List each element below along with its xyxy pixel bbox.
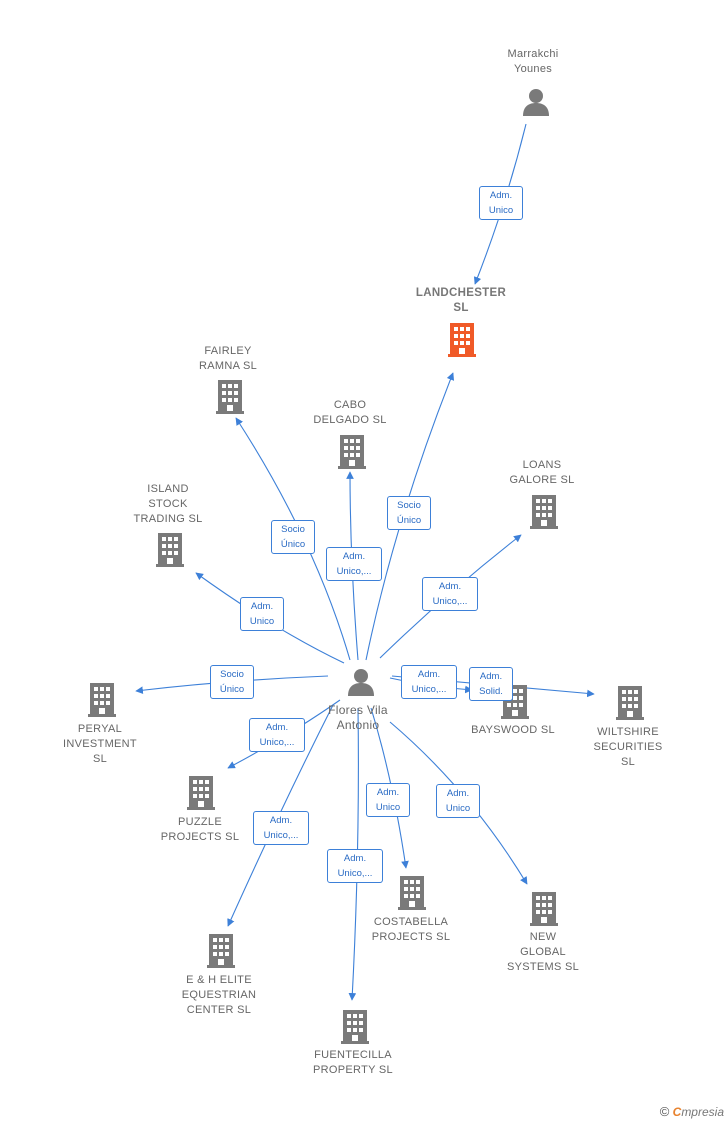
building-icon (187, 776, 215, 810)
edge-label[interactable]: Adm. Unico (240, 597, 284, 631)
edge-label[interactable]: Adm. Unico (479, 186, 523, 220)
copyright-symbol: © (659, 1104, 670, 1119)
edge-label[interactable]: Adm. Unico,... (422, 577, 478, 611)
building-icon (616, 686, 644, 720)
node-label-fairley[interactable]: FAIRLEY RAMNA SL (198, 345, 258, 372)
building-icon (216, 380, 244, 414)
node-label-puzzle[interactable]: PUZZLE PROJECTS SL (160, 816, 240, 843)
edge-label[interactable]: Adm. Unico (366, 783, 410, 817)
edge-label[interactable]: Adm. Unico,... (326, 547, 382, 581)
building-icon (88, 683, 116, 717)
edge-label[interactable]: Adm. Unico,... (401, 665, 457, 699)
edge-label[interactable]: Adm. Unico,... (327, 849, 383, 883)
node-label-landchester[interactable]: LANDCHESTER SL (415, 287, 507, 314)
building-icon (398, 876, 426, 910)
node-label-flores[interactable]: Flores Vila Antonio (328, 703, 388, 732)
node-label-loans[interactable]: LOANS GALORE SL (509, 459, 575, 486)
building-icon (338, 435, 366, 469)
person-icon (523, 89, 549, 116)
brand-logo-initial: C (672, 1105, 682, 1119)
building-icon (448, 323, 476, 357)
copyright-credit: © Cmpresia (660, 1104, 724, 1119)
edge-label[interactable]: Adm. Unico,... (249, 718, 305, 752)
node-label-fuentecilla[interactable]: FUENTECILLA PROPERTY SL (313, 1049, 393, 1076)
building-icon (341, 1010, 369, 1044)
node-label-island[interactable]: ISLAND STOCK TRADING SL (133, 483, 203, 525)
building-icon (530, 495, 558, 529)
person-icon (348, 669, 374, 696)
edge-label[interactable]: Socio Único (271, 520, 315, 554)
edge-label[interactable]: Adm. Unico,... (253, 811, 309, 845)
edge-label[interactable]: Adm. Solid. (469, 667, 513, 701)
node-label-wiltshire[interactable]: WILTSHIRE SECURITIES SL (593, 726, 663, 768)
building-icon (530, 892, 558, 926)
node-label-bayswood[interactable]: BAYSWOOD SL (471, 724, 555, 736)
brand-logo-text: mpresia (681, 1105, 724, 1119)
node-label-costabella[interactable]: COSTABELLA PROJECTS SL (371, 916, 451, 943)
edge-label[interactable]: Socio Único (210, 665, 254, 699)
building-icon (207, 934, 235, 968)
edge-label[interactable]: Socio Único (387, 496, 431, 530)
node-label-ehelite[interactable]: E & H ELITE EQUESTRIAN CENTER SL (181, 974, 257, 1016)
node-label-peryal[interactable]: PERYAL INVESTMENT SL (63, 723, 137, 765)
node-label-marrakchi[interactable]: Marrakchi Younes (507, 48, 559, 75)
node-label-cabo[interactable]: CABO DELGADO SL (313, 399, 387, 426)
edge-label[interactable]: Adm. Unico (436, 784, 480, 818)
node-label-newglobal[interactable]: NEW GLOBAL SYSTEMS SL (506, 931, 580, 973)
building-icon (156, 533, 184, 567)
